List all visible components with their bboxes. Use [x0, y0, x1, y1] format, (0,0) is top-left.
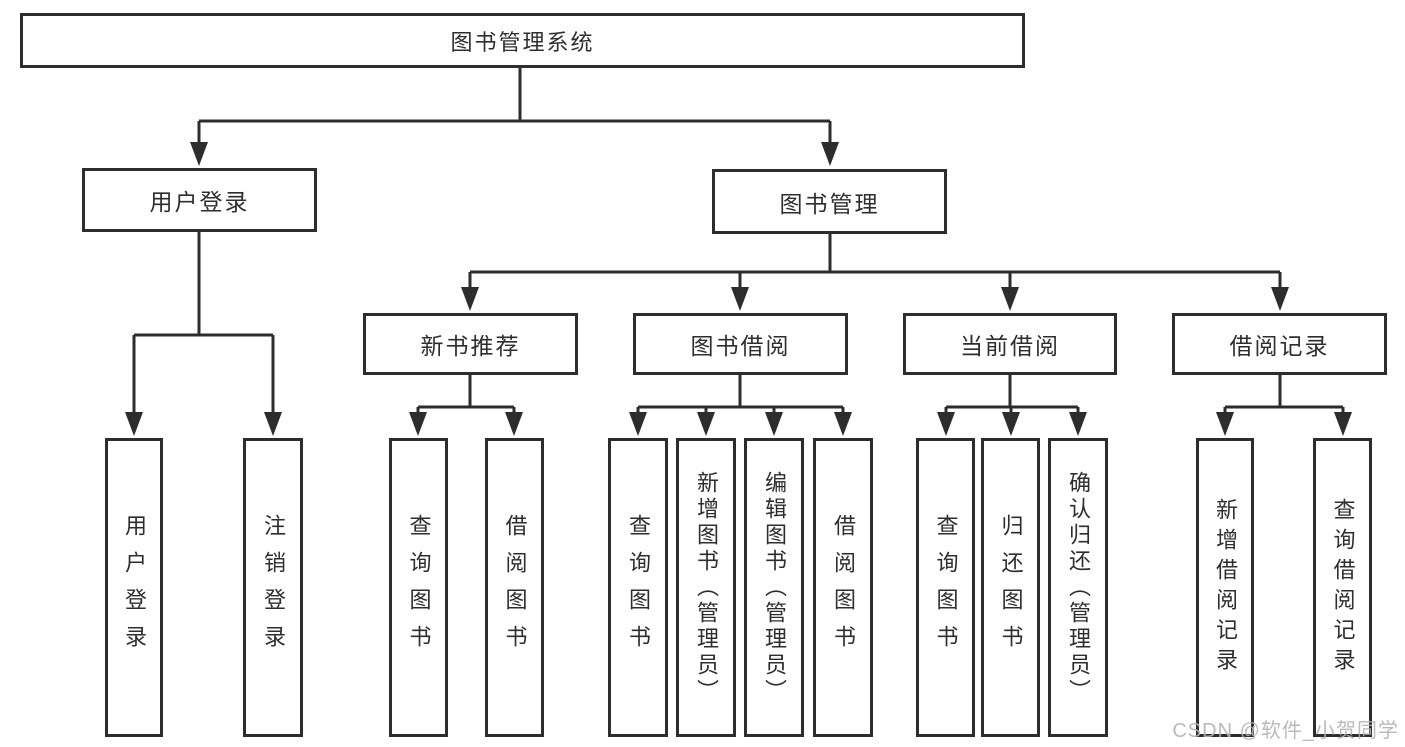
leaf-borrow-add-books-admin-label: 新增图书（管理员） — [694, 470, 719, 705]
leaf-current-return-books: 归还图书 — [981, 438, 1040, 737]
node-book-borrow: 图书借阅 — [633, 313, 848, 375]
leaf-records-query-record: 查询借阅记录 — [1313, 438, 1372, 737]
leaf-borrow-edit-books-admin-label: 编辑图书（管理员） — [762, 470, 787, 705]
node-user-login: 用户登录 — [82, 168, 317, 232]
node-borrow-records: 借阅记录 — [1172, 313, 1387, 375]
node-library-management-system: 图书管理系统 — [20, 13, 1025, 68]
csdn-watermark: CSDN @软件_小贺同学 — [1172, 720, 1399, 742]
leaf-borrow-borrow-books: 借阅图书 — [813, 438, 873, 737]
leaf-newbook-query-books: 查询图书 — [389, 438, 448, 737]
leaf-newbook-borrow-books: 借阅图书 — [485, 438, 544, 737]
leaf-logout: 注销登录 — [243, 438, 303, 737]
leaf-current-confirm-return-admin: 确认归还（管理员） — [1048, 438, 1108, 737]
leaf-newbook-borrow-books-label: 借阅图书 — [502, 513, 528, 662]
node-new-book-recommend-label: 新书推荐 — [420, 333, 521, 359]
leaf-borrow-add-books-admin: 新增图书（管理员） — [676, 438, 736, 737]
node-book-borrow-label: 图书借阅 — [690, 333, 791, 359]
node-library-management-system-label: 图书管理系统 — [450, 29, 595, 55]
node-new-book-recommend: 新书推荐 — [363, 313, 578, 375]
leaf-records-query-record-label: 查询借阅记录 — [1330, 497, 1356, 678]
leaf-logout-label: 注销登录 — [261, 513, 286, 662]
node-current-borrow: 当前借阅 — [903, 313, 1117, 375]
node-borrow-records-label: 借阅记录 — [1229, 333, 1330, 359]
node-current-borrow-label: 当前借阅 — [960, 333, 1060, 359]
leaf-current-confirm-return-admin-label: 确认归还（管理员） — [1066, 470, 1091, 705]
arrowheads — [125, 142, 1352, 436]
node-book-management-label: 图书管理 — [779, 190, 880, 217]
leaf-borrow-edit-books-admin: 编辑图书（管理员） — [744, 438, 804, 737]
leaf-borrow-borrow-books-label: 借阅图书 — [831, 513, 856, 662]
leaf-borrow-query-books: 查询图书 — [608, 438, 668, 737]
leaf-records-add-record: 新增借阅记录 — [1196, 438, 1254, 737]
node-book-management: 图书管理 — [712, 169, 947, 234]
leaf-current-query-books: 查询图书 — [916, 438, 975, 737]
leaf-records-add-record-label: 新增借阅记录 — [1213, 497, 1238, 678]
node-user-login-label: 用户登录 — [149, 189, 250, 215]
leaf-user-login: 用户登录 — [105, 438, 163, 737]
leaf-newbook-query-books-label: 查询图书 — [406, 513, 432, 662]
leaf-current-query-books-label: 查询图书 — [933, 513, 959, 662]
leaf-current-return-books-label: 归还图书 — [998, 513, 1024, 662]
leaf-borrow-query-books-label: 查询图书 — [626, 513, 651, 662]
leaf-user-login-label: 用户登录 — [122, 513, 147, 662]
